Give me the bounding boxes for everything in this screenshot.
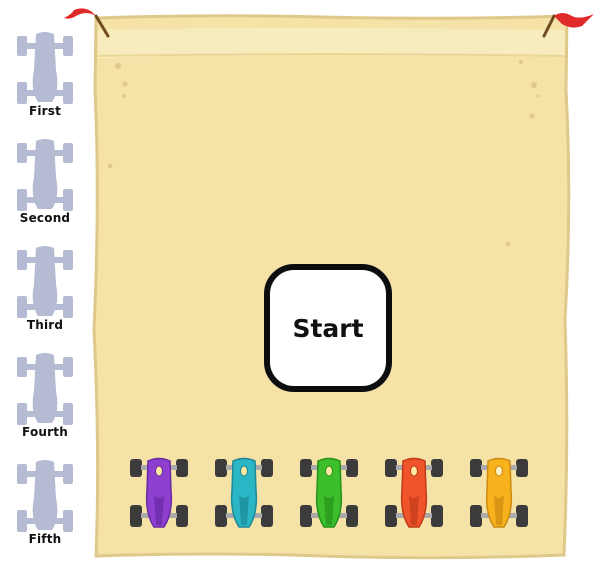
rank-label-first: First — [28, 104, 62, 118]
placeholder-car-icon — [17, 139, 73, 211]
rank-slot-second: Second — [10, 137, 80, 237]
car-cyan[interactable] — [213, 455, 275, 531]
placeholder-car-icon — [17, 460, 73, 532]
placeholder-car-icon — [17, 353, 73, 425]
flag-right-icon — [542, 13, 594, 38]
rank-label-fifth: Fifth — [28, 532, 62, 546]
race-car-red-icon — [385, 457, 443, 528]
placeholder-car-icon — [17, 32, 73, 104]
car-red[interactable] — [383, 455, 445, 531]
flag-left-icon — [64, 8, 110, 38]
rank-column: First Second Third — [0, 0, 90, 571]
rank-label-fourth: Fourth — [22, 425, 68, 439]
placeholder-car-icon — [17, 246, 73, 318]
rank-label-third: Third — [26, 318, 64, 332]
rank-label-second: Second — [19, 211, 71, 225]
rank-slot-third: Third — [10, 244, 80, 344]
car-yellow[interactable] — [468, 455, 530, 531]
car-purple[interactable] — [128, 455, 190, 531]
race-car-yellow-icon — [470, 457, 528, 528]
car-green[interactable] — [298, 455, 360, 531]
rank-slot-first: First — [10, 30, 80, 130]
rank-slot-fourth: Fourth — [10, 351, 80, 451]
rank-slot-fifth: Fifth — [10, 458, 80, 558]
race-car-green-icon — [300, 457, 358, 528]
race-car-purple-icon — [130, 457, 188, 528]
start-button[interactable]: Start — [264, 264, 392, 392]
race-car-cyan-icon — [215, 457, 273, 528]
